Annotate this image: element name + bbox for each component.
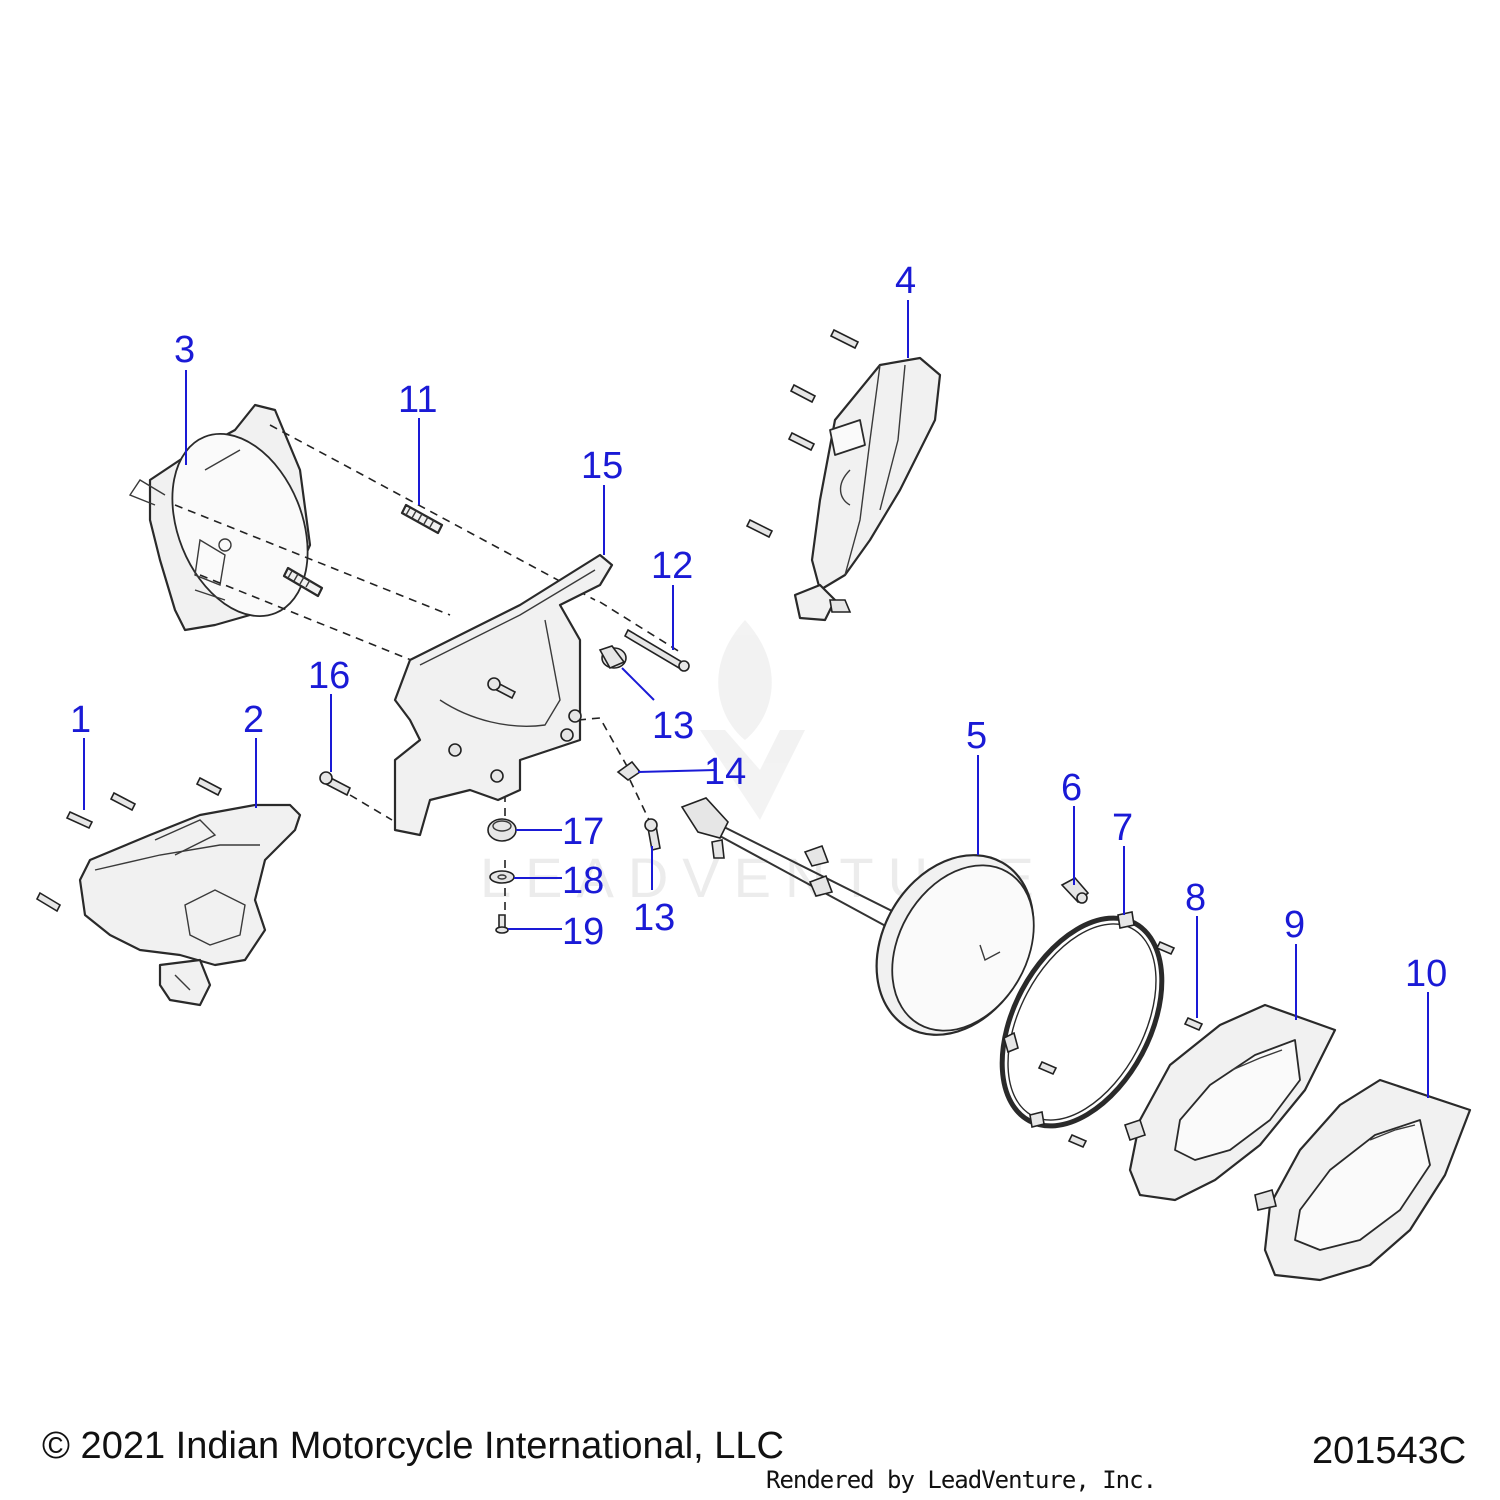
callout-13-upper: 13 (652, 705, 694, 747)
part-16-bolt (319, 771, 352, 797)
callout-13-lower: 13 (633, 897, 675, 939)
part-7-retaining-ring (999, 911, 1165, 1129)
leader-lines (83, 300, 1429, 1098)
callout-6: 6 (1061, 767, 1082, 809)
part-3-headlight-bucket (128, 403, 312, 632)
bracket-bolt (487, 677, 517, 700)
callout-3: 3 (174, 329, 195, 371)
part-8-screws (1037, 940, 1204, 1149)
part-5-headlight (680, 797, 1035, 1036)
part-18-washer (489, 870, 515, 884)
callout-15: 15 (581, 445, 623, 487)
part-19-screw (495, 914, 509, 934)
callout-10: 10 (1405, 953, 1447, 995)
callout-12: 12 (651, 545, 693, 587)
part-13-upper-spacer (598, 645, 627, 670)
callout-16: 16 (308, 655, 350, 697)
callout-17: 17 (562, 811, 604, 853)
copyright-notice: © 2021 Indian Motorcycle International, … (42, 1425, 784, 1467)
part-12-long-bolt (623, 628, 690, 672)
callout-labels: 1 2 3 4 5 6 7 8 9 10 11 12 13 13 14 15 1… (70, 260, 1447, 995)
spring-lower (282, 566, 324, 598)
callout-2: 2 (243, 699, 264, 741)
callout-9: 9 (1284, 904, 1305, 946)
callout-5: 5 (966, 715, 987, 757)
part-14-clip (616, 760, 642, 781)
callout-14: 14 (704, 751, 746, 793)
callout-1: 1 (70, 699, 91, 741)
callout-8: 8 (1185, 877, 1206, 919)
part-11-springs (282, 503, 444, 598)
diagram-number: 201543C (1312, 1430, 1467, 1472)
part-15-mounting-bracket (393, 553, 614, 837)
callout-11: 11 (398, 379, 437, 421)
part-1-screws (35, 776, 223, 913)
part-2-aux-lamp (78, 803, 302, 1007)
part-4-screws (745, 328, 860, 539)
callout-19: 19 (562, 911, 604, 953)
watermark-logo (700, 620, 805, 820)
part-10-outer-visor (1254, 1078, 1472, 1282)
spring-upper (400, 503, 444, 535)
callout-7: 7 (1112, 807, 1133, 849)
rendered-by-credit: Rendered by LeadVenture, Inc. (766, 1466, 1157, 1494)
callout-4: 4 (895, 260, 916, 302)
part-13-lower-bolt (644, 818, 661, 851)
callout-18: 18 (562, 860, 604, 902)
part-17-grommet (487, 818, 517, 842)
part-4-lamp-assembly (793, 356, 942, 622)
part-6-adjuster (1060, 876, 1090, 904)
part-9-visor (1123, 1003, 1337, 1202)
